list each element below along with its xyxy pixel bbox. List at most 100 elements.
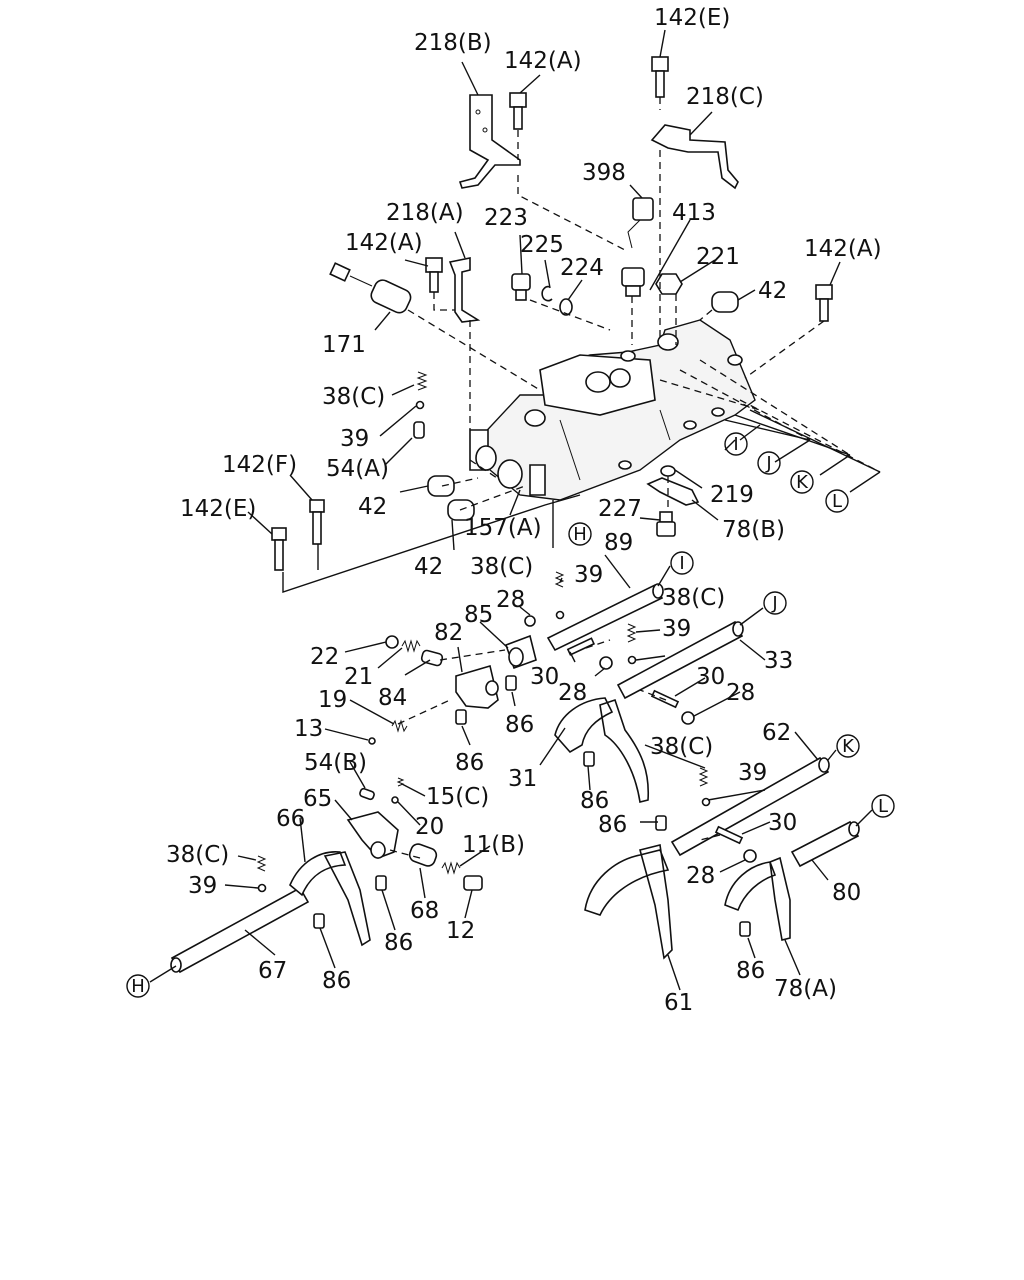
switch-398 bbox=[621, 197, 654, 297]
screw-86-c bbox=[583, 751, 595, 767]
ball-28-a bbox=[524, 615, 536, 627]
label-142a-left: 142(A) bbox=[345, 230, 423, 256]
label-86-d: 86 bbox=[598, 812, 627, 838]
label-218b: 218(B) bbox=[414, 30, 492, 56]
marker-h-top: H bbox=[568, 522, 592, 546]
stud-227 bbox=[656, 511, 676, 537]
spring-11b bbox=[441, 861, 461, 875]
svg-text:H: H bbox=[573, 524, 587, 545]
label-68: 68 bbox=[410, 898, 439, 924]
label-86-g: 86 bbox=[736, 958, 765, 984]
label-12: 12 bbox=[446, 918, 475, 944]
label-171: 171 bbox=[322, 332, 366, 358]
label-86-a: 86 bbox=[505, 712, 534, 738]
label-54b: 54(B) bbox=[304, 750, 367, 776]
label-157a: 157(A) bbox=[464, 515, 542, 541]
label-80: 80 bbox=[832, 880, 861, 906]
label-62: 62 bbox=[762, 720, 791, 746]
screw-86-e bbox=[375, 875, 387, 891]
label-13: 13 bbox=[294, 716, 323, 742]
drawing bbox=[170, 56, 860, 974]
ball-20 bbox=[391, 796, 399, 804]
label-38c-b: 38(C) bbox=[470, 554, 533, 580]
bushing-42-mid bbox=[427, 475, 455, 497]
label-31: 31 bbox=[508, 766, 537, 792]
lever-78b bbox=[646, 477, 700, 506]
screw-86-g bbox=[739, 921, 751, 937]
bracket-218b bbox=[458, 94, 521, 189]
callout-labels: 142(E) 218(B) 142(A) 218(C) 398 413 218(… bbox=[166, 5, 882, 1016]
svg-text:H: H bbox=[131, 976, 145, 997]
label-86-c: 86 bbox=[580, 788, 609, 814]
label-38c-c: 38(C) bbox=[662, 585, 725, 611]
label-86-e: 86 bbox=[384, 930, 413, 956]
bolt-142e-left bbox=[271, 527, 287, 571]
label-225: 225 bbox=[520, 232, 564, 258]
label-11b: 11(B) bbox=[462, 832, 525, 858]
label-86-b: 86 bbox=[455, 750, 484, 776]
label-142a-top: 142(A) bbox=[504, 48, 582, 74]
shaft-89 bbox=[546, 583, 664, 652]
shift-housing bbox=[469, 319, 756, 501]
ball-39-e bbox=[257, 883, 267, 893]
marker-l-top: L bbox=[825, 489, 849, 513]
svg-text:J: J bbox=[771, 593, 777, 614]
label-66: 66 bbox=[276, 806, 305, 832]
marker-i-top: I bbox=[724, 432, 748, 456]
spring-38c-e bbox=[256, 855, 267, 872]
label-413: 413 bbox=[672, 200, 716, 226]
label-30-c: 30 bbox=[768, 810, 797, 836]
label-21: 21 bbox=[344, 664, 373, 690]
label-224: 224 bbox=[560, 255, 604, 281]
ball-39-c bbox=[627, 655, 637, 665]
label-142e-left: 142(E) bbox=[180, 496, 256, 522]
label-219: 219 bbox=[710, 482, 754, 508]
label-85: 85 bbox=[464, 602, 493, 628]
label-22: 22 bbox=[310, 644, 339, 670]
shaft-62 bbox=[670, 756, 830, 857]
label-28-b: 28 bbox=[558, 680, 587, 706]
label-42-low: 42 bbox=[414, 554, 443, 580]
spring-38c-d bbox=[698, 767, 709, 787]
block-82 bbox=[455, 664, 499, 709]
bolt-142a-top bbox=[509, 92, 527, 130]
marker-h-shaft: H bbox=[126, 974, 150, 998]
label-39-b: 39 bbox=[574, 562, 603, 588]
label-65: 65 bbox=[303, 786, 332, 812]
bolt-142a-left bbox=[425, 257, 443, 293]
label-42-right: 42 bbox=[758, 278, 787, 304]
fork-66 bbox=[289, 851, 371, 947]
pin-54a bbox=[413, 421, 425, 439]
marker-k-top: K bbox=[790, 470, 814, 494]
lever-65 bbox=[346, 811, 399, 859]
label-39-c: 39 bbox=[662, 616, 691, 642]
label-38c-e: 38(C) bbox=[166, 842, 229, 868]
svg-text:K: K bbox=[796, 472, 809, 493]
label-28-a: 28 bbox=[496, 587, 525, 613]
bolt-142e-top bbox=[651, 56, 669, 98]
screw-86-b bbox=[455, 709, 467, 725]
spring-38c-c bbox=[626, 623, 637, 643]
shaft-67 bbox=[170, 886, 310, 974]
marker-j-shaft: J bbox=[763, 591, 787, 615]
label-84: 84 bbox=[378, 685, 407, 711]
label-223: 223 bbox=[484, 205, 528, 231]
ball-28-d bbox=[743, 849, 757, 863]
spring-38c-b bbox=[554, 571, 565, 588]
svg-text:L: L bbox=[878, 796, 888, 817]
sensor-171 bbox=[329, 262, 412, 314]
label-30-b: 30 bbox=[696, 664, 725, 690]
label-82: 82 bbox=[434, 620, 463, 646]
plug-223 bbox=[511, 273, 531, 301]
pin-54b bbox=[359, 787, 375, 801]
spring-38c-a bbox=[416, 371, 428, 391]
block-85 bbox=[504, 634, 537, 670]
label-33: 33 bbox=[764, 648, 793, 674]
label-15c: 15(C) bbox=[426, 784, 489, 810]
fork-61 bbox=[584, 844, 673, 960]
label-218c: 218(C) bbox=[686, 84, 764, 110]
label-28-c: 28 bbox=[726, 680, 755, 706]
bolt-142a-right bbox=[815, 284, 833, 322]
ball-28-b bbox=[599, 656, 613, 670]
